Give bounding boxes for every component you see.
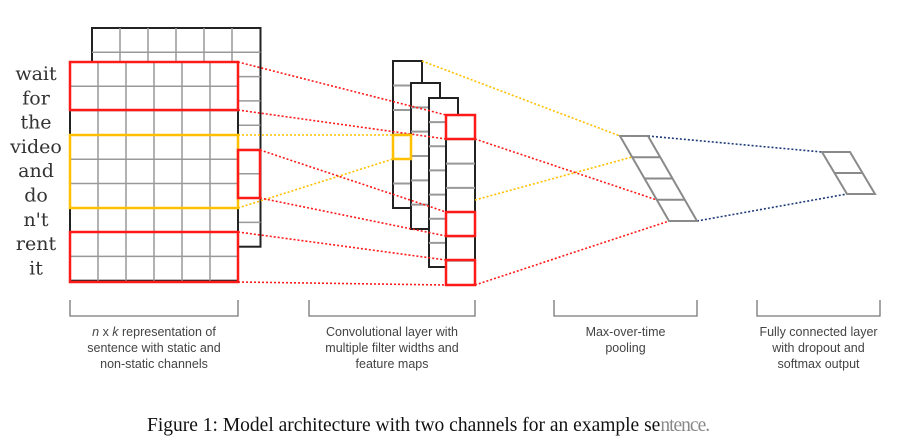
non-static-channel-matrix xyxy=(69,61,239,282)
stage-label-line: Convolutional layer with xyxy=(326,325,458,339)
stage-label-line: with dropout and xyxy=(771,341,864,355)
stage-label-text: Fully connected layer xyxy=(759,325,877,339)
pooling-connection-line xyxy=(421,60,621,137)
feature-maps xyxy=(392,60,476,286)
stage-label-text: with dropout and xyxy=(771,341,864,355)
word-label: wait xyxy=(15,63,57,85)
caption-text: Figure 1: Model architecture with two ch… xyxy=(147,415,661,436)
stage-bracket xyxy=(308,300,476,317)
word-label: do xyxy=(24,185,48,207)
stage-label-text: feature maps xyxy=(356,357,429,371)
feature-yellow xyxy=(391,133,413,161)
stage-label-line: n x k representation of xyxy=(92,325,216,339)
stage-label-text: x xyxy=(99,325,112,339)
figure-caption: Figure 1: Model architecture with two ch… xyxy=(147,415,710,437)
word-label: it xyxy=(29,257,43,279)
pooling-connection-line xyxy=(474,220,670,286)
stage-label-text: softmax output xyxy=(778,357,861,371)
stage-label-text: representation of xyxy=(119,325,217,339)
stage-label-text: non-static channels xyxy=(100,357,208,371)
stage-label-line: multiple filter widths and xyxy=(325,341,458,355)
filter-region-red xyxy=(68,60,240,112)
stage-label-line: feature maps xyxy=(356,357,429,371)
pooling-connection-line xyxy=(474,156,633,201)
stage-label-text: k xyxy=(112,325,119,339)
feature-red xyxy=(444,210,477,238)
caption-obscured-tail: ntence. xyxy=(660,415,710,436)
word-label: video xyxy=(9,136,62,158)
filter-region-red-static xyxy=(236,148,262,200)
feature-red xyxy=(444,113,477,141)
stage-label-line: pooling xyxy=(605,341,645,355)
softmax-output-layer xyxy=(820,151,877,195)
word-label: the xyxy=(20,112,51,134)
word-label: n't xyxy=(23,209,48,231)
pooling-connection-line xyxy=(474,138,658,201)
connection-lines xyxy=(237,60,848,286)
stage-label-line: Fully connected layer xyxy=(759,325,877,339)
stage-label-line: non-static channels xyxy=(100,357,208,371)
filter-highlights xyxy=(68,60,477,287)
fc-connection-line xyxy=(647,135,823,153)
filter-connection-line xyxy=(259,149,447,213)
filter-connection-line xyxy=(237,281,447,286)
feature-map-frame xyxy=(445,114,476,286)
stage-label-text: sentence with static and xyxy=(87,341,220,355)
stage-bracket xyxy=(756,300,881,317)
word-label: rent xyxy=(16,233,57,255)
fc-connection-line xyxy=(696,193,848,222)
pooling-frame xyxy=(618,135,699,222)
stage-label-text: n xyxy=(92,325,99,339)
output-frame xyxy=(820,151,877,195)
filter-connection-line xyxy=(237,231,447,261)
stage-label-line: Max-over-time xyxy=(586,325,666,339)
feature-map xyxy=(445,114,476,286)
stage-bracket xyxy=(69,300,239,317)
stage-label-text: pooling xyxy=(605,341,645,355)
max-pooling-layer xyxy=(618,135,699,222)
filter-connection-line xyxy=(237,158,394,209)
word-label: and xyxy=(18,160,54,182)
stage-label-line: sentence with static and xyxy=(87,341,220,355)
feature-red xyxy=(444,258,477,287)
stage-brackets xyxy=(69,300,881,317)
stage-bracket xyxy=(553,300,698,317)
word-label: for xyxy=(22,87,50,109)
stage-label-text: multiple filter widths and xyxy=(325,341,458,355)
filter-region-red xyxy=(68,230,240,284)
stage-label-text: Convolutional layer with xyxy=(326,325,458,339)
stage-label-line: softmax output xyxy=(778,357,861,371)
stage-labels: n x k representation of sentence with sta… xyxy=(87,325,877,371)
stage-label-text: Max-over-time xyxy=(586,325,666,339)
filter-connection-line xyxy=(237,109,447,140)
